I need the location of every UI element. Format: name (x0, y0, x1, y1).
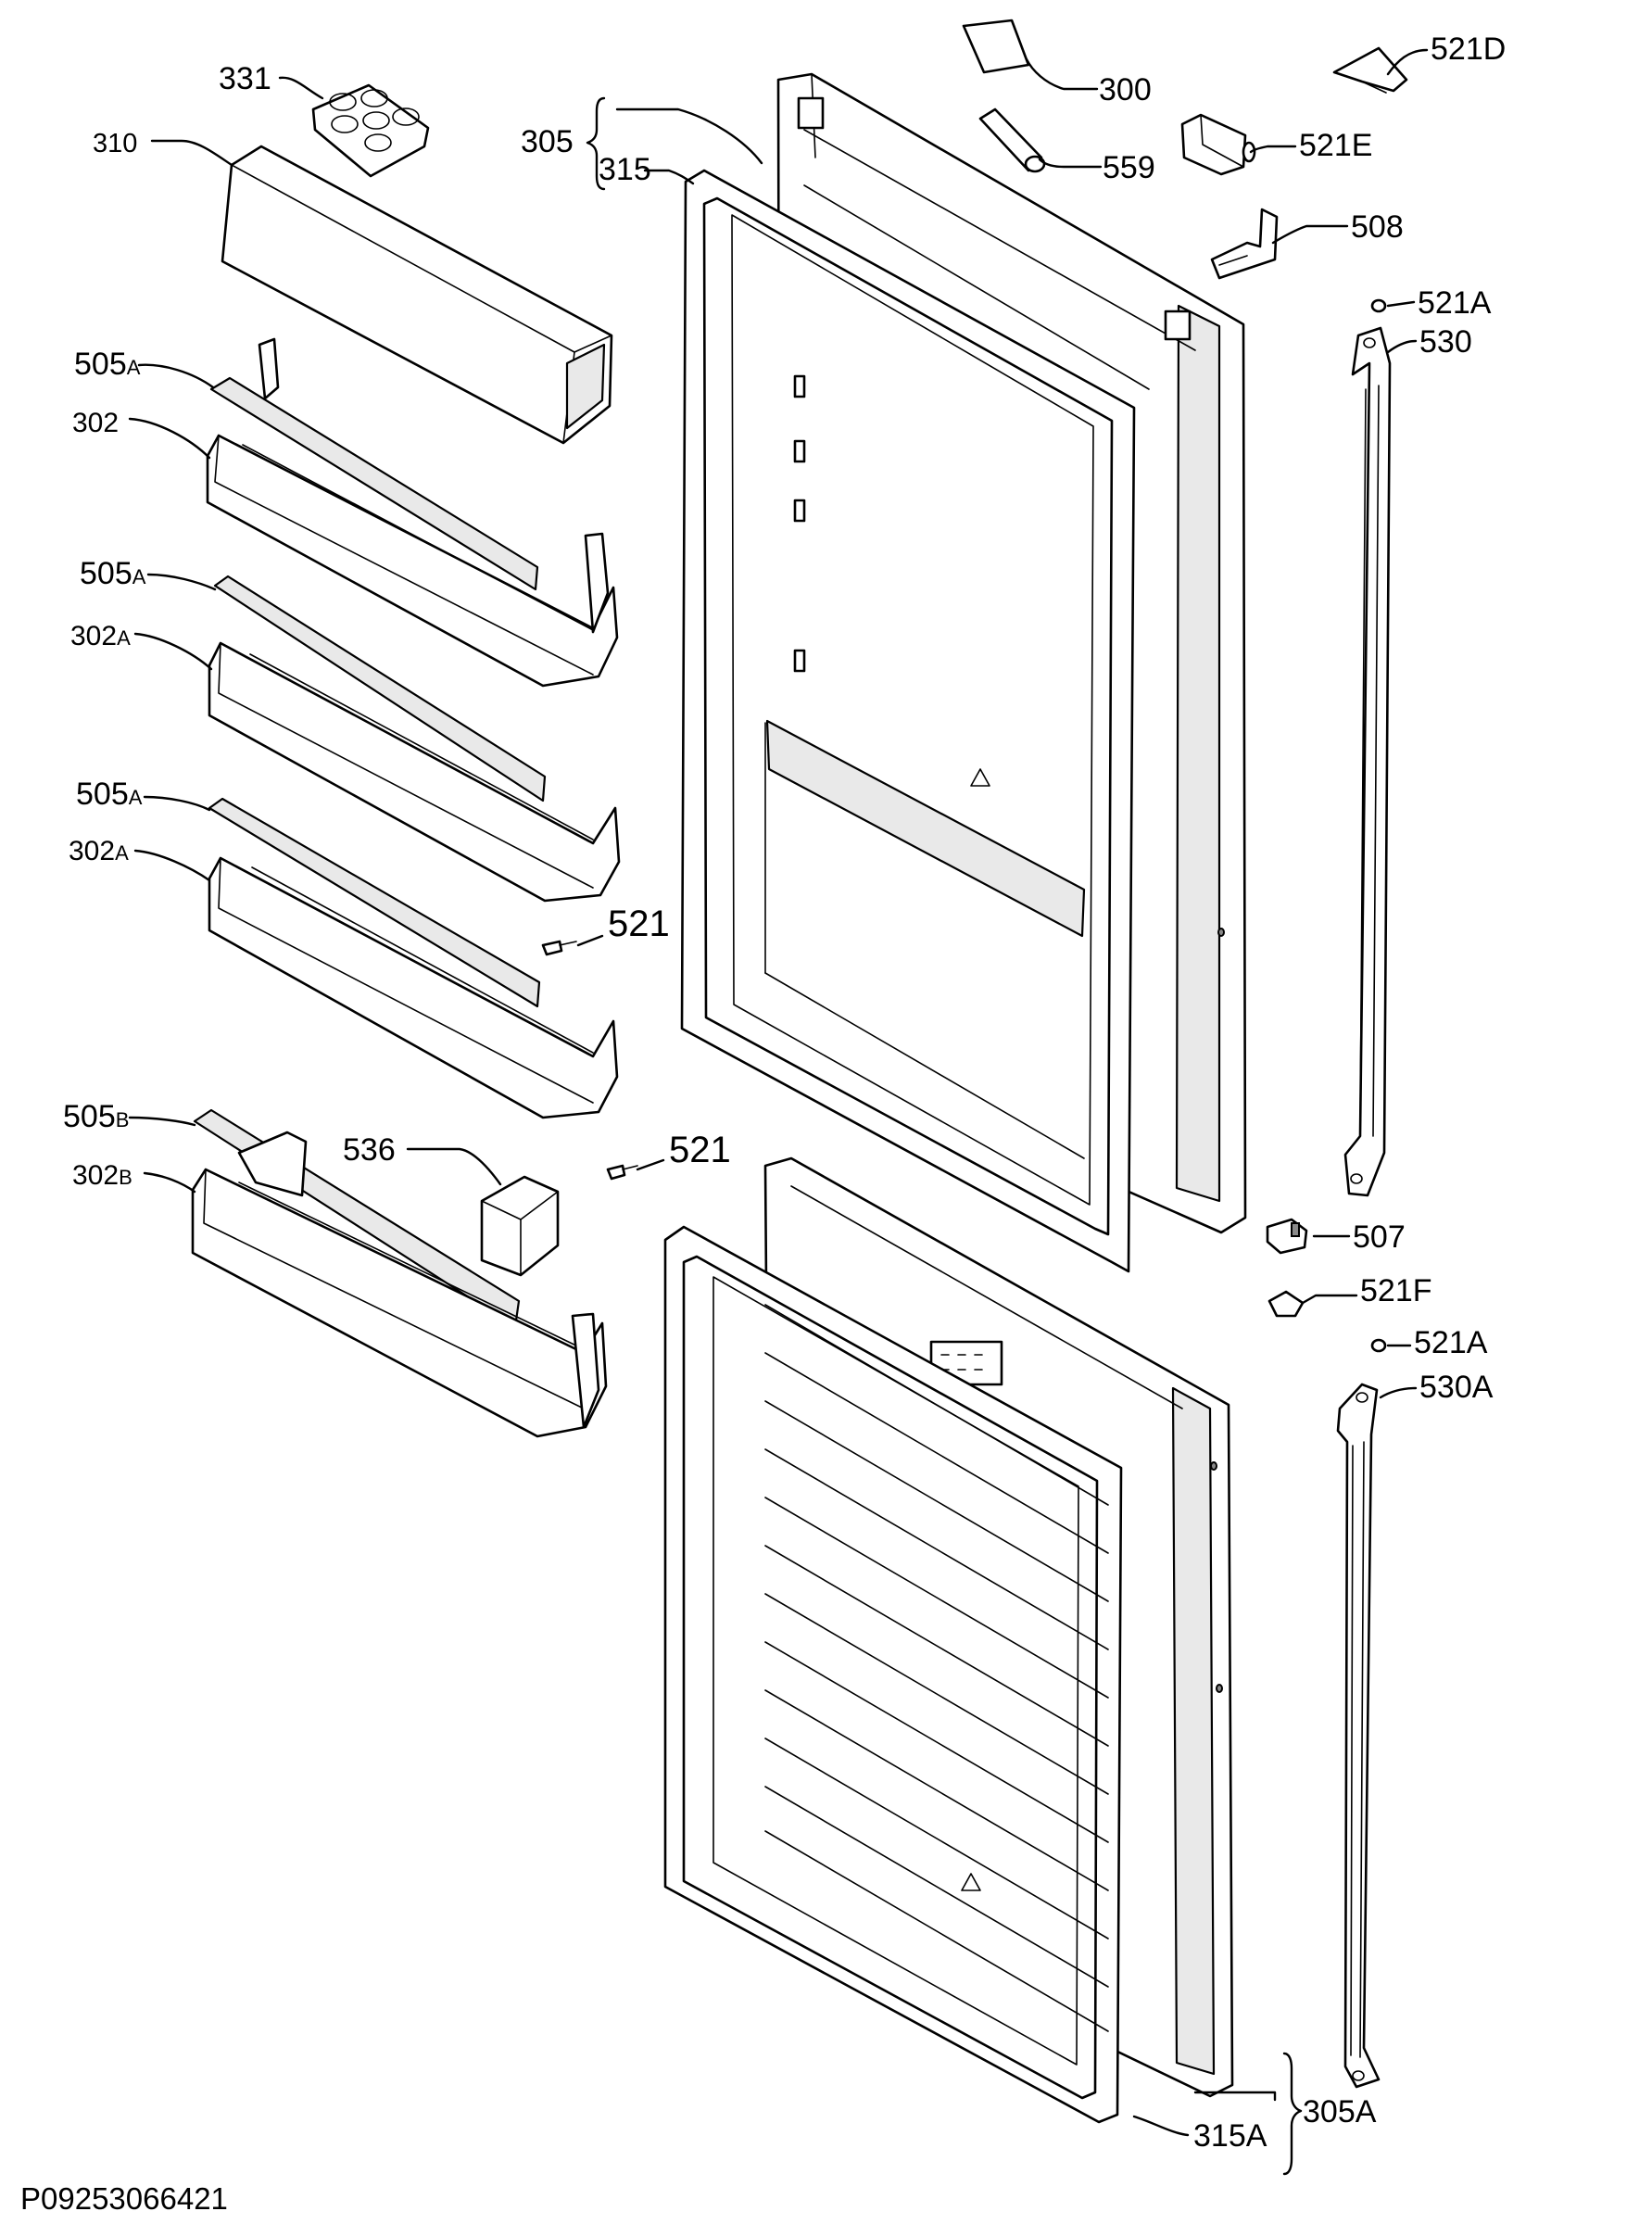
callout-315a: 315A (1193, 2118, 1267, 2154)
callout-302a-2: 302A (69, 836, 129, 866)
lower-door-gasket-part (663, 1225, 1123, 2124)
callout-302a-1: 302A (70, 621, 131, 651)
hinge-cover-521d-part (1332, 46, 1408, 94)
clip-507-part (1266, 1218, 1308, 1255)
brace-305a (1282, 2052, 1303, 2176)
callout-521a-upper: 521A (1418, 285, 1492, 321)
callout-508: 508 (1351, 209, 1404, 245)
cap-521e-part (1180, 113, 1256, 176)
egg-tray-part (311, 83, 430, 178)
callout-530a: 530A (1419, 1370, 1494, 1405)
callout-559: 559 (1103, 150, 1155, 185)
callout-521d: 521D (1431, 32, 1506, 67)
callout-521-lower: 521 (669, 1130, 731, 1170)
callout-310: 310 (93, 129, 137, 158)
door-shelf-302-part (206, 337, 619, 688)
dairy-compartment-part (221, 145, 613, 445)
leader-lines (128, 48, 1429, 2137)
label-sticker-part (962, 19, 1030, 74)
brace-305 (586, 96, 606, 191)
callout-331: 331 (219, 61, 271, 96)
upper-handle-part (1343, 326, 1392, 1197)
callout-300: 300 (1099, 72, 1152, 107)
callout-labels: 331 310 505A 302 505A 302A 505A 302A 505… (20, 32, 1506, 2216)
callout-530: 530 (1419, 324, 1472, 360)
nub-521a-upper-part (1370, 298, 1387, 313)
callout-315: 315 (599, 152, 651, 187)
callout-302: 302 (72, 408, 119, 438)
cylinder-part (978, 107, 1046, 173)
hinge-bracket-part (1210, 208, 1279, 280)
document-code: P09253066421 (20, 2181, 228, 2216)
callout-305a: 305A (1303, 2094, 1377, 2129)
callout-521-upper: 521 (608, 904, 670, 944)
callout-302b: 302B (72, 1160, 132, 1191)
callout-505a-2: 505A (80, 556, 146, 591)
callout-521f: 521F (1360, 1273, 1432, 1308)
upper-door-inner-details (793, 374, 806, 673)
callout-505a-3: 505A (76, 777, 143, 812)
callout-505b: 505B (63, 1099, 129, 1134)
clip-521f-part (1267, 1290, 1305, 1318)
nub-521a-lower-part (1370, 1338, 1387, 1353)
door-shelf-302a-upper-part (208, 575, 621, 903)
bottle-stopper-part (480, 1175, 560, 1277)
bottle-shelf-302b-part (191, 1108, 608, 1438)
callout-507: 507 (1353, 1219, 1406, 1255)
callout-536: 536 (343, 1132, 396, 1168)
callout-305: 305 (521, 124, 574, 159)
screw-upper-part (541, 940, 577, 956)
callout-505a-1: 505A (74, 347, 141, 382)
door-shelf-302a-lower-part (208, 797, 619, 1119)
callout-521a-lower: 521A (1414, 1325, 1488, 1360)
lower-handle-part (1336, 1383, 1381, 2089)
screw-lower-part (606, 1164, 638, 1181)
callout-521e: 521E (1299, 128, 1372, 163)
